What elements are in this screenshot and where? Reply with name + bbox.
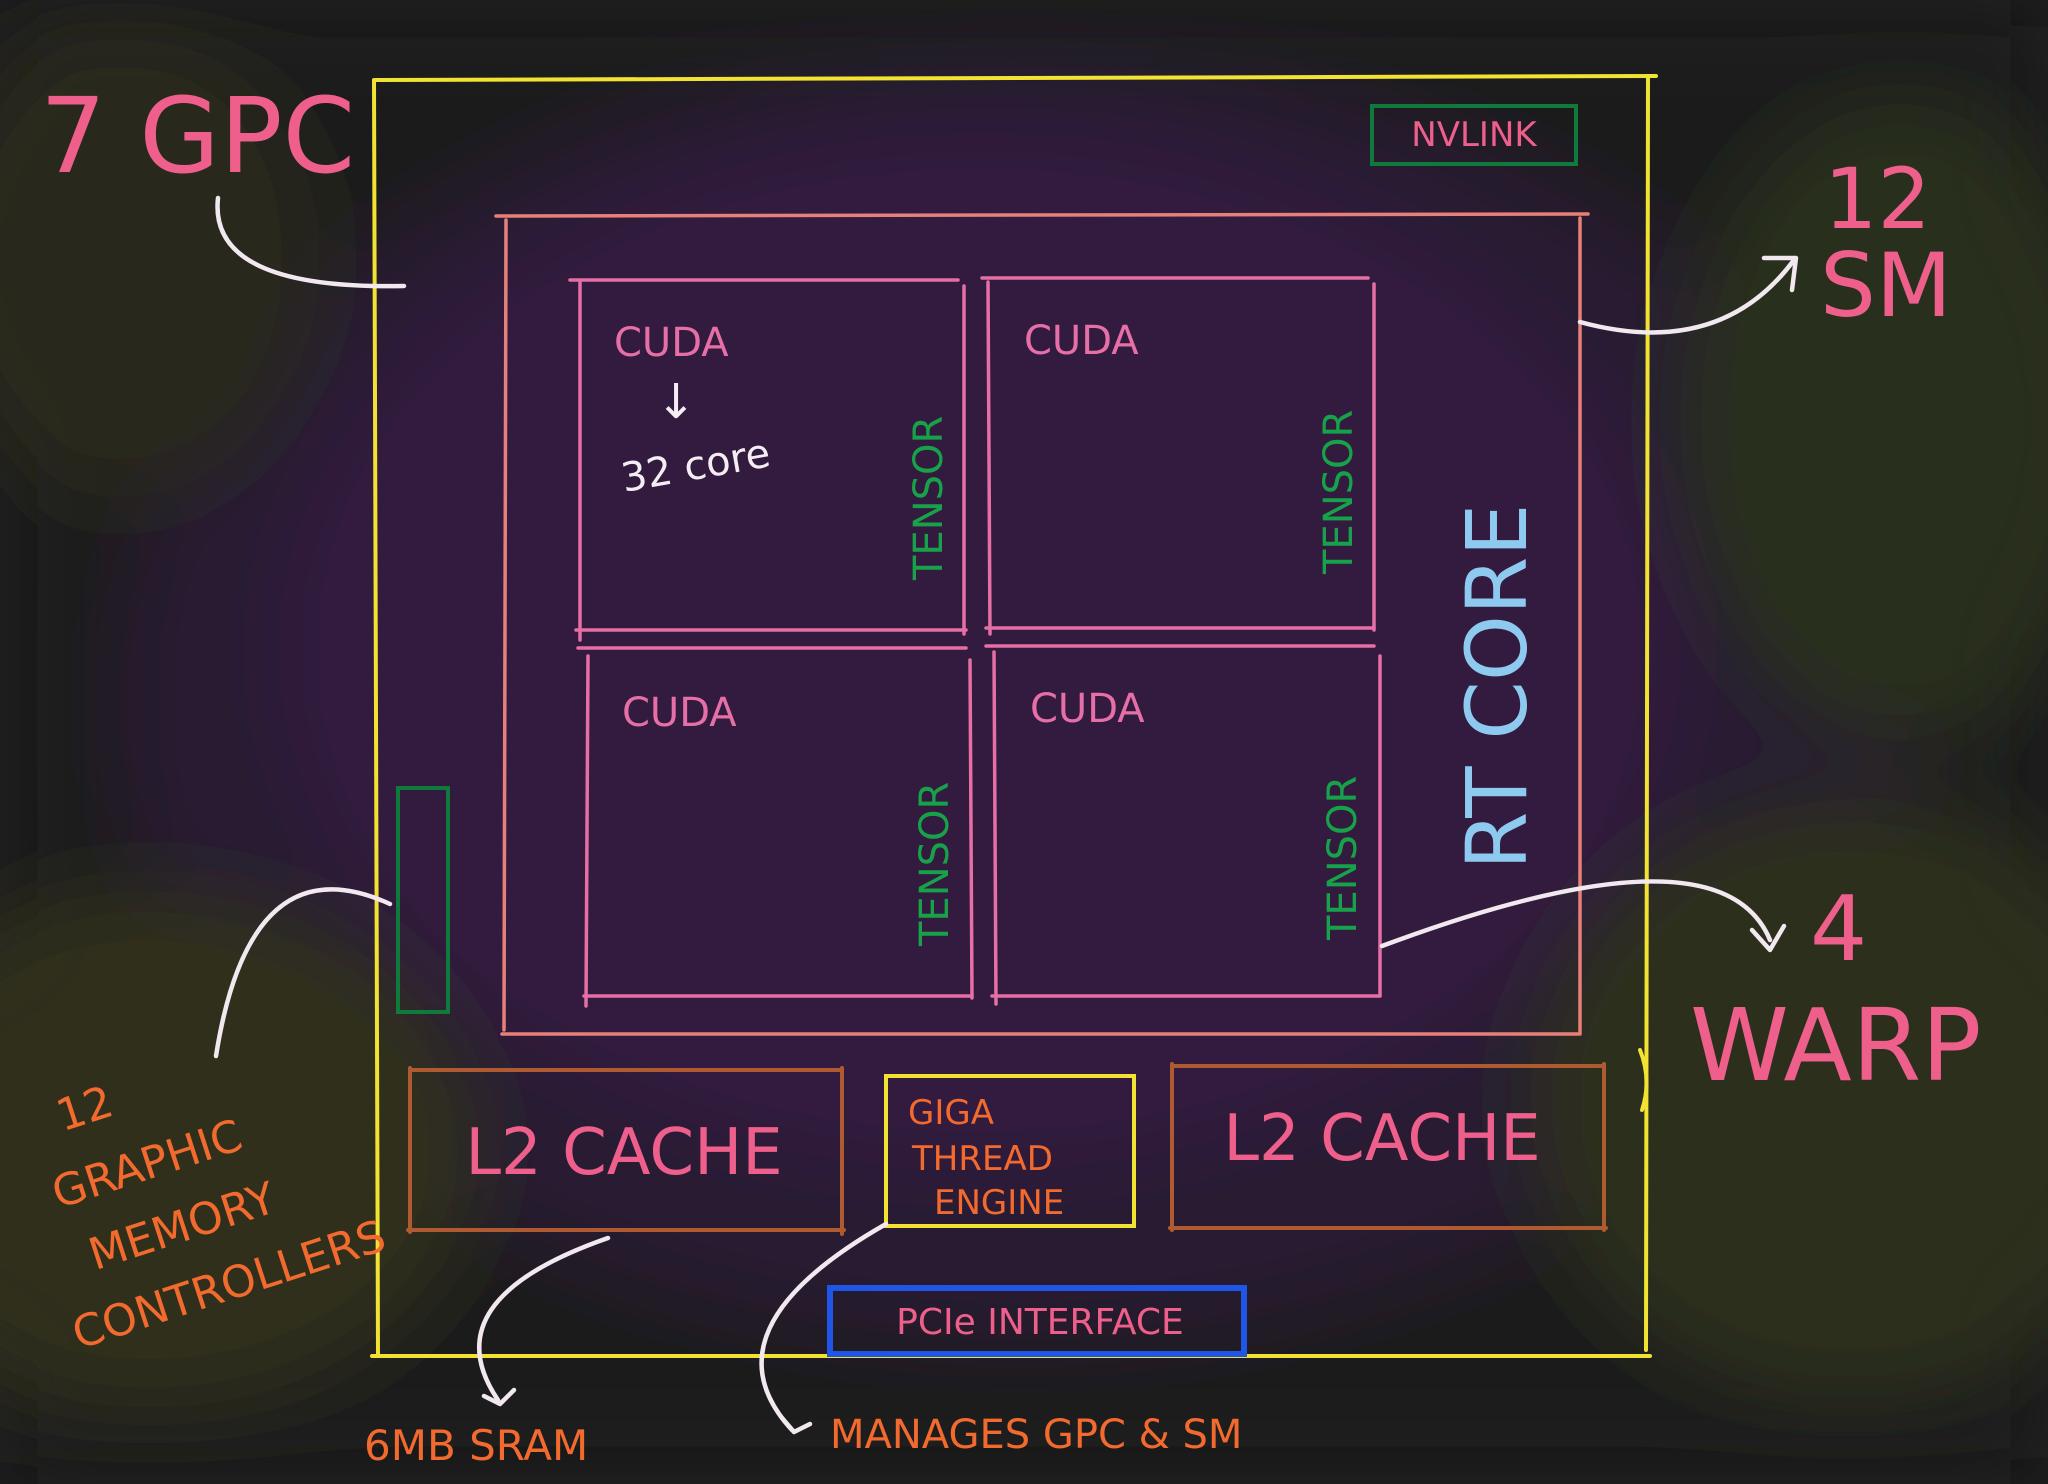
- manages-label: MANAGES GPC & SM: [830, 1412, 1242, 1458]
- sm-count-label: SM: [1820, 234, 1952, 337]
- giga-thread-line-1: GIGA: [908, 1093, 994, 1133]
- cuda-label-bottom-right: CUDA: [1030, 686, 1145, 732]
- cuda-label-top-right: CUDA: [1024, 318, 1139, 364]
- nvlink-label: NVLINK: [1411, 115, 1538, 155]
- annotation-arrows: [213, 195, 1799, 1435]
- l2-cache-right-label: L2 CACHE: [1223, 1102, 1540, 1176]
- pcie-label: PCIe INTERFACE: [896, 1302, 1184, 1343]
- cuda-label-bottom-left: CUDA: [622, 690, 737, 736]
- cuda-block-top-left: [568, 278, 968, 642]
- sm-count-number: 12: [1824, 150, 1931, 248]
- memory-controller-arrow: [213, 887, 393, 1059]
- warp-label: WARP: [1690, 987, 1982, 1104]
- sm-arrow-head: [1761, 255, 1799, 293]
- warp-arrow-head: [1749, 923, 1787, 953]
- sm-arrow: [1577, 257, 1797, 335]
- cuda-block-bottom-left: [576, 646, 974, 1008]
- sram-label: 6MB SRAM: [364, 1421, 588, 1470]
- cuda-label-top-left: CUDA: [614, 320, 729, 366]
- manages-arrow: [759, 1221, 889, 1433]
- giga-thread-engine: GIGA THREAD ENGINE: [884, 1074, 1136, 1228]
- cuda-block-bottom-right: [984, 644, 1382, 1006]
- cores-arrow: ↓: [656, 374, 696, 430]
- giga-thread-line-3: ENGINE: [934, 1183, 1064, 1223]
- warp-arrow: [1379, 879, 1773, 949]
- l2-cache-left-label: L2 CACHE: [465, 1116, 782, 1190]
- nvlink-block: NVLINK: [1370, 104, 1578, 166]
- sm-frame: [494, 212, 1590, 1036]
- l2-cache-right: L2 CACHE: [1168, 1062, 1608, 1232]
- giga-thread-line-2: THREAD: [911, 1139, 1053, 1179]
- sram-arrow-head: [481, 1387, 517, 1407]
- pcie-interface: PCIe INTERFACE: [827, 1285, 1247, 1357]
- rt-core-label: RT CORE: [1448, 504, 1546, 870]
- l2-cache-left: L2 CACHE: [406, 1066, 846, 1236]
- tensor-label-bottom-left: TENSOR: [912, 782, 958, 947]
- sram-arrow: [477, 1235, 611, 1403]
- manages-arrow-head: [779, 1415, 813, 1435]
- tensor-label-top-left: TENSOR: [906, 416, 952, 581]
- gpc-arrow: [215, 195, 407, 289]
- gpc-count-label: 7 GPC: [40, 75, 355, 197]
- memory-controller-block: [396, 786, 450, 1014]
- cuda-block-top-right: [980, 276, 1376, 636]
- tensor-label-bottom-right: TENSOR: [1320, 776, 1366, 941]
- warp-count-number: 4: [1810, 877, 1867, 982]
- tensor-label-top-right: TENSOR: [1316, 410, 1362, 575]
